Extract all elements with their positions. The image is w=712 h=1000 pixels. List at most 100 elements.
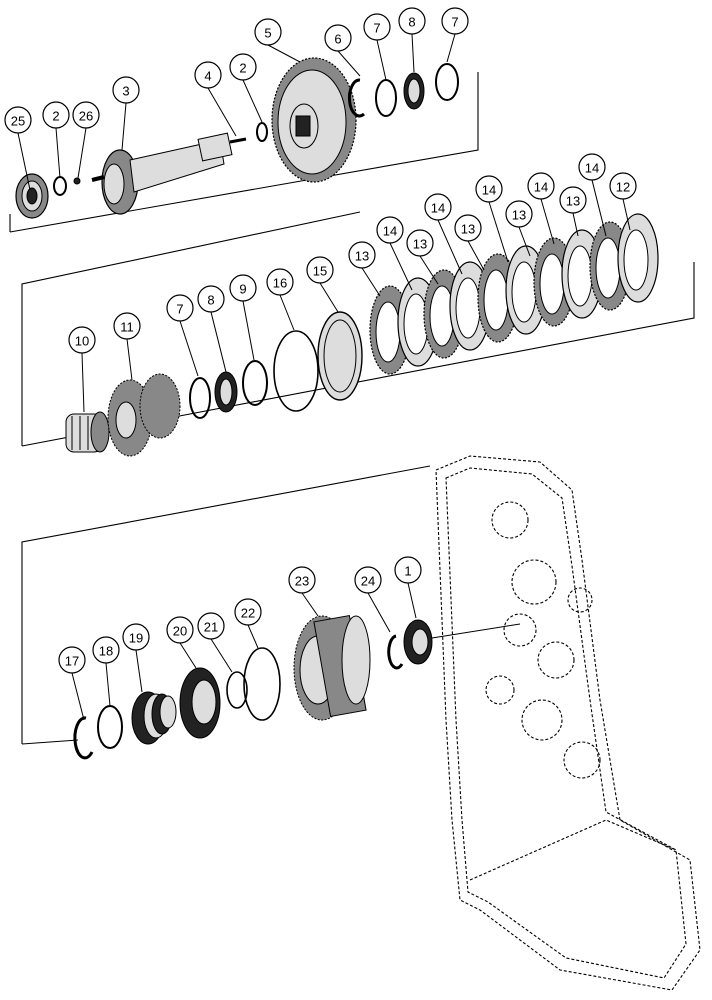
callout-circle <box>348 241 376 269</box>
callout-leader-line <box>81 352 85 413</box>
callout-14: 14 <box>475 175 509 263</box>
callout-circle <box>306 256 334 284</box>
callout-circle <box>112 76 140 104</box>
callout-19: 19 <box>122 623 150 693</box>
callout-leader-line <box>55 127 61 179</box>
disc-bore <box>595 237 621 299</box>
callout-number: 20 <box>173 624 187 639</box>
callout-leader-line <box>126 338 133 381</box>
bearing-25 <box>15 173 49 219</box>
callout-number: 12 <box>616 180 630 195</box>
callout-number: 7 <box>176 302 183 317</box>
callout-number: 13 <box>566 194 580 209</box>
callout-circle <box>354 566 382 594</box>
callout-circle <box>113 312 141 340</box>
callout-circle <box>288 566 316 594</box>
callout-number: 14 <box>482 183 496 198</box>
callout-24: 24 <box>354 566 391 633</box>
callout-leader-line <box>77 127 87 179</box>
callout-number: 8 <box>207 293 214 308</box>
callout-number: 14 <box>431 201 445 216</box>
upper-group-frame <box>9 72 479 233</box>
callout-leader-line <box>210 638 233 673</box>
callout-20: 20 <box>166 616 197 669</box>
callout-circle <box>424 193 452 221</box>
callout-circle <box>559 186 587 214</box>
callout-leader-line <box>319 282 339 313</box>
callout-circle <box>324 24 352 52</box>
callout-leader-line <box>179 320 199 377</box>
callout-circle <box>92 636 120 664</box>
callout-circle <box>266 268 294 296</box>
callout-circle <box>394 556 422 584</box>
callout-number: 7 <box>451 15 458 30</box>
callout-15: 15 <box>306 256 339 313</box>
callout-13: 13 <box>559 186 587 237</box>
callout-13: 13 <box>348 241 381 297</box>
callout-leader-line <box>389 242 413 291</box>
callout-number: 24 <box>361 574 375 589</box>
callout-11: 11 <box>113 312 141 381</box>
callout-number: 11 <box>120 320 134 335</box>
disc-bore <box>483 269 509 331</box>
callout-6: 6 <box>324 24 361 77</box>
disc-bore <box>539 253 565 315</box>
callout-leader-line <box>135 649 143 693</box>
callout-8: 8 <box>197 285 227 373</box>
callout-number: 13 <box>355 249 369 264</box>
callout-circle <box>441 7 469 35</box>
callout-number: 6 <box>334 32 341 47</box>
callout-leader-line <box>446 33 456 63</box>
callout-5: 5 <box>254 18 301 63</box>
callout-25: 25 <box>4 106 32 191</box>
callout-number: 13 <box>512 208 526 223</box>
callout-number: 22 <box>241 606 255 621</box>
callout-leader-line <box>540 198 555 245</box>
callout-leader-line <box>207 87 237 137</box>
callout-circle <box>234 598 262 626</box>
callout-number: 13 <box>413 237 427 252</box>
callout-number: 17 <box>65 654 79 669</box>
callout-circle <box>166 294 194 322</box>
callout-number: 26 <box>79 109 93 124</box>
needle-bearing-10 <box>65 411 110 453</box>
callout-number: 21 <box>204 620 218 635</box>
callout-leader-line <box>71 672 85 721</box>
callout-circle <box>229 53 257 81</box>
callout-leader-line <box>572 212 579 237</box>
callout-13: 13 <box>505 200 533 257</box>
callout-leader-line <box>411 33 415 73</box>
callout-circle <box>194 61 222 89</box>
callout-13: 13 <box>454 214 485 271</box>
callout-23: 23 <box>288 566 319 617</box>
callout-leader-line <box>361 267 381 297</box>
callout-13: 13 <box>406 229 439 285</box>
lower-group-frame <box>21 465 431 745</box>
callout-number: 18 <box>99 644 113 659</box>
callout-leader-line <box>488 201 509 263</box>
callout-leader-line <box>267 44 301 63</box>
shaft-3 <box>91 132 233 215</box>
disc-bore <box>375 301 401 363</box>
callout-number: 5 <box>264 26 271 41</box>
clutch-disc-pack <box>369 213 659 375</box>
callout-leader-line <box>17 132 31 191</box>
callout-7: 7 <box>166 294 199 377</box>
callout-circle <box>578 153 606 181</box>
callout-circle <box>363 13 391 41</box>
callout-leader-line <box>407 582 417 619</box>
callout-circle <box>254 18 282 46</box>
callout-18: 18 <box>92 636 120 707</box>
callout-1: 1 <box>394 556 422 619</box>
callout-circle <box>527 172 555 200</box>
callout-3: 3 <box>112 76 140 151</box>
spring-stack-19 <box>131 691 177 745</box>
callout-number: 10 <box>75 334 89 349</box>
callout-leader-line <box>467 240 485 271</box>
callout-leader-line <box>437 219 463 275</box>
disc-bore <box>567 245 593 307</box>
disc-bore <box>623 229 649 291</box>
callout-leader-line <box>591 179 607 237</box>
callout-number: 7 <box>373 21 380 36</box>
